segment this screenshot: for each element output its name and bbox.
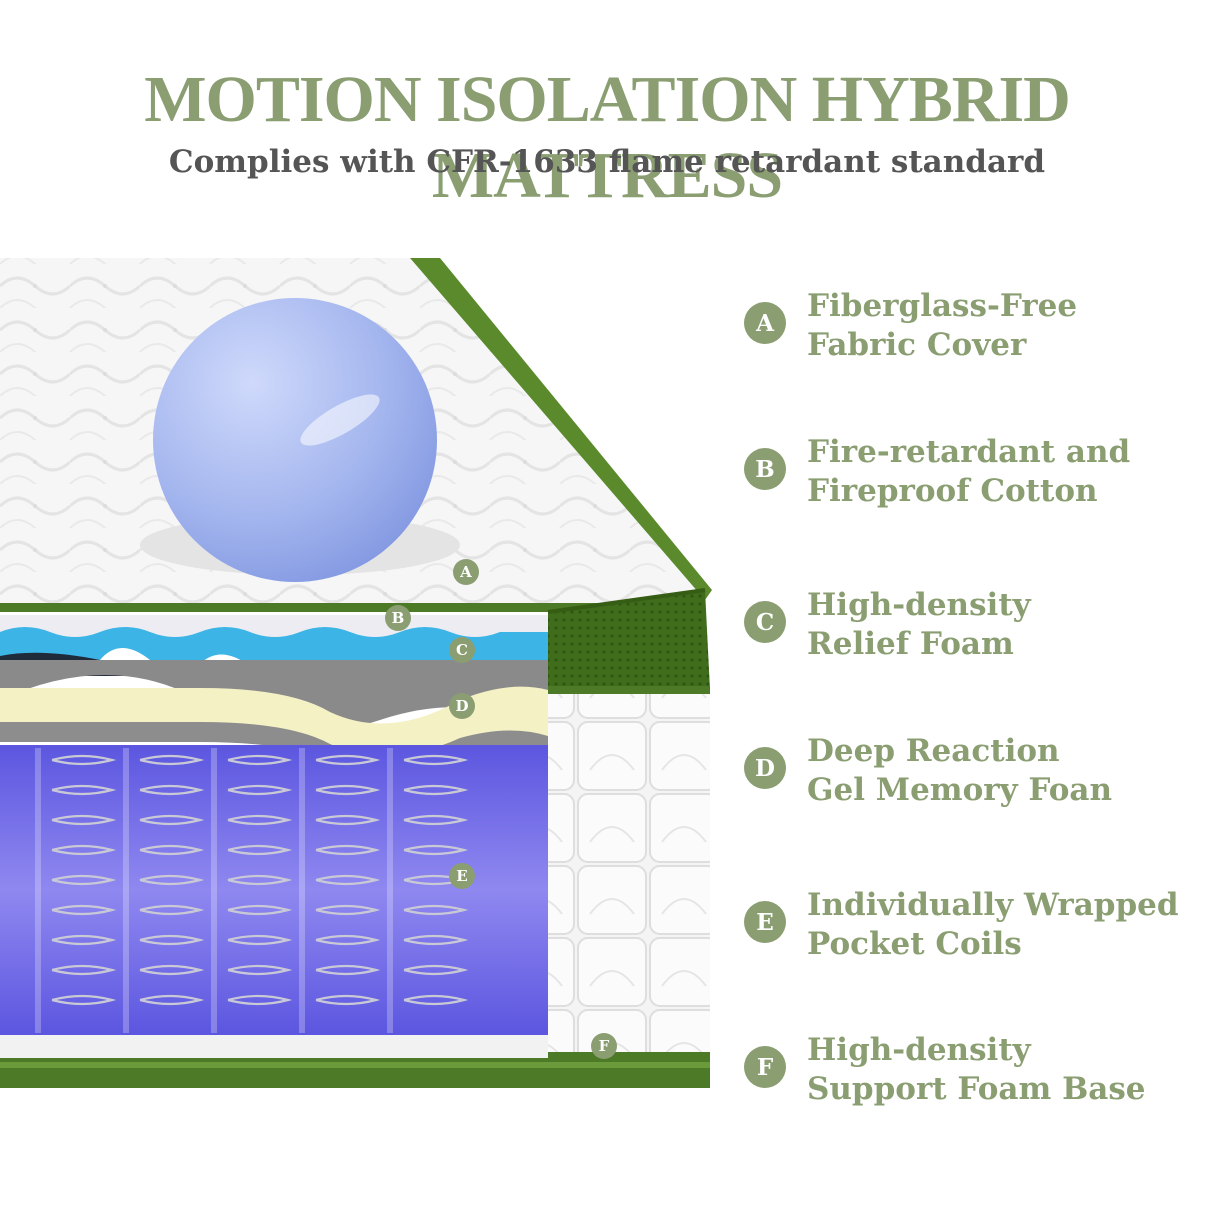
legend-a-line2: Fabric Cover (807, 327, 1027, 363)
legend-f-line1: High-density (807, 1032, 1031, 1068)
marker-f: F (591, 1033, 617, 1059)
legend-b-line2: Fireproof Cotton (807, 473, 1098, 509)
marker-a: A (453, 559, 479, 585)
legend-badge-b: B (744, 448, 786, 490)
mattress-side-quilt (548, 690, 710, 1060)
legend-d-line2: Gel Memory Foan (807, 772, 1113, 808)
page-title: MOTION ISOLATION HYBRID MATTRESS (144, 63, 1071, 212)
legend-item-f: F High-density Support Foam Base (744, 1031, 1204, 1121)
legend-item-e: E Individually Wrapped Pocket Coils (744, 886, 1204, 976)
legend-e-line2: Pocket Coils (807, 926, 1022, 962)
motion-test-ball (153, 298, 437, 582)
marker-b: B (385, 605, 411, 631)
legend-b-line1: Fire-retardant and (807, 434, 1131, 470)
legend-item-a: A Fiberglass-Free Fabric Cover (744, 287, 1204, 377)
marker-f-label: F (599, 1037, 610, 1055)
legend-item-d: D Deep Reaction Gel Memory Foan (744, 732, 1204, 822)
legend-text-d: Deep Reaction Gel Memory Foan (807, 732, 1112, 810)
legend-badge-f: F (744, 1046, 786, 1088)
marker-c-label: C (456, 641, 468, 659)
marker-a-label: A (459, 563, 472, 581)
legend-c-line1: High-density (807, 587, 1031, 623)
marker-c: C (449, 637, 475, 663)
mattress-side-mesh (548, 590, 710, 690)
legend-text-e: Individually Wrapped Pocket Coils (807, 886, 1179, 964)
legend-e-line1: Individually Wrapped (807, 887, 1179, 923)
layer-d-gel-foam (0, 686, 548, 757)
marker-b-label: B (392, 609, 405, 627)
marker-e: E (449, 863, 475, 889)
legend-badge-d: D (744, 747, 786, 789)
legend-text-c: High-density Relief Foam (807, 586, 1031, 664)
page-subtitle: Complies with CFR-1633 flame retardant s… (168, 144, 1046, 180)
legend-item-b: B Fire-retardant and Fireproof Cotton (744, 433, 1204, 523)
marker-e-label: E (456, 867, 467, 885)
legend-badge-a: A (744, 302, 786, 344)
pocket-coil-row (51, 754, 466, 1006)
legend-text-f: High-density Support Foam Base (807, 1031, 1146, 1109)
legend-badge-e: E (744, 901, 786, 943)
legend-badge-c: C (744, 601, 786, 643)
legend-item-c: C High-density Relief Foam (744, 586, 1204, 676)
mattress-cutaway-illustration: A B C D E F (0, 258, 712, 1088)
legend-f-line2: Support Foam Base (807, 1071, 1146, 1107)
legend-a-line1: Fiberglass-Free (807, 288, 1078, 324)
layer-b-cotton (0, 615, 548, 640)
marker-d-label: D (455, 697, 468, 715)
layer-f-support-base (0, 1035, 548, 1060)
layer-c-relief-foam (0, 627, 548, 686)
legend-c-line2: Relief Foam (807, 626, 1014, 662)
marker-d: D (449, 693, 475, 719)
legend-text-b: Fire-retardant and Fireproof Cotton (807, 433, 1130, 511)
legend-d-line1: Deep Reaction (807, 733, 1060, 769)
layer-e-pocket-coils (0, 745, 548, 1035)
legend-text-a: Fiberglass-Free Fabric Cover (807, 287, 1077, 365)
